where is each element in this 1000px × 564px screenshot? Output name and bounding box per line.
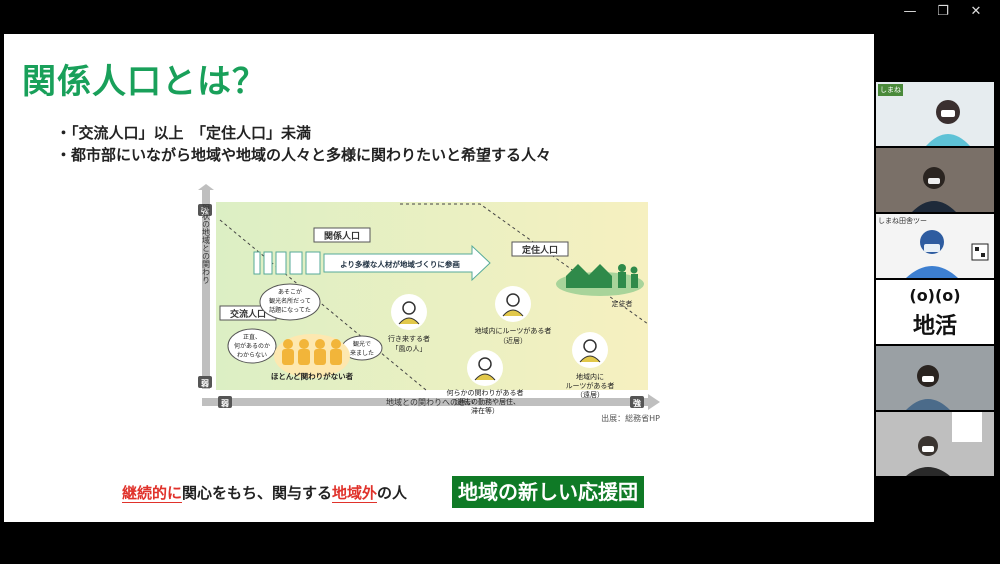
- x-strong-label: 強: [633, 398, 641, 408]
- participant-video-2[interactable]: [876, 148, 994, 212]
- bubble-1-line2: 観光名所だって: [269, 297, 311, 305]
- bottom-message: 継続的に関心をもち、関与する地域外の人: [122, 482, 407, 503]
- bubble-2-line2: 何があるのか: [234, 342, 270, 350]
- close-button[interactable]: ✕: [970, 4, 982, 19]
- progression-blocks: [253, 251, 321, 275]
- shared-slide: 関係人口とは？ ・「交流人口」以上 「定住人口」未満 ・都市部にいながら地域や地…: [4, 34, 874, 522]
- source-label: 出展：総務省HP: [601, 413, 660, 423]
- person-icon-kakawari: [467, 350, 503, 386]
- group-label: ほとんど関わりがない者: [271, 371, 354, 381]
- person-kaze-line2: 「風の人」: [392, 345, 427, 353]
- y-weak-box: [198, 376, 212, 388]
- tile-4-logo-eyes: (o)(o): [909, 286, 961, 305]
- participant-5-avatar: [906, 365, 950, 410]
- group-people-icon: [274, 334, 350, 378]
- bottom-text-1: 関心をもち、関与する: [182, 484, 333, 502]
- kouryu-label: 交流人口: [230, 308, 266, 320]
- person-enkyo-line2: ルーツがある者: [566, 381, 615, 390]
- bubble-3-line2: 来ました: [350, 350, 374, 357]
- tile-4-logo-text: 地活: [912, 314, 957, 339]
- person-kakawari-line3: 滞在等）: [471, 406, 499, 415]
- person-kaze-line1: 行き来する者: [388, 334, 430, 343]
- bubble-2-line1: 正直、: [243, 333, 261, 341]
- person-icon-kinkyo: [495, 286, 531, 322]
- participation-arrow: [323, 244, 491, 282]
- participant-video-5[interactable]: [876, 346, 994, 410]
- y-weak-label: 弱: [201, 378, 209, 388]
- person-enkyo-line1: 地域内に: [576, 372, 604, 381]
- bottom-text-2: の人: [377, 484, 408, 502]
- participant-video-3[interactable]: しまね田舎ツー: [876, 214, 994, 278]
- speech-bubble-1: [259, 283, 321, 321]
- participant-6-avatar: [906, 412, 982, 476]
- person-kinkyo-line1: 地域内にルーツがある者: [475, 326, 552, 335]
- x-axis-arrow: [202, 394, 660, 410]
- bubble-3-line1: 観光で: [353, 340, 371, 348]
- tile-3-text: しまね田舎ツー: [878, 217, 927, 225]
- participant-video-6[interactable]: [876, 412, 994, 476]
- supporters-badge: 地域の新しい応援団: [452, 476, 644, 508]
- x-axis-label: 地域との関わりへの想い: [386, 397, 474, 407]
- minimize-button[interactable]: —: [903, 4, 917, 19]
- participant-2-avatar: [912, 167, 956, 212]
- bottom-red-2: 地域外: [332, 484, 378, 503]
- x-weak-label: 弱: [221, 398, 229, 408]
- y-strong-label: 強: [201, 206, 209, 216]
- bubble-2-line3: わからない: [237, 352, 267, 359]
- teijyusha-label: 定住者: [612, 299, 633, 308]
- kankei-jinkou-diagram: 強 弱 弱 強 地域との関わりへの想い 現状の地域との関わり 関係人口 定住人口…: [198, 184, 660, 423]
- person-icon-kaze: [391, 294, 427, 330]
- y-axis-arrow: [198, 184, 214, 389]
- bottom-red-1: 継続的に: [122, 484, 183, 503]
- houses-icon: [556, 264, 644, 296]
- kankei-label-box: [313, 227, 371, 243]
- kouryu-boundary: [219, 219, 427, 391]
- participant-1-avatar: [926, 100, 970, 146]
- person-kinkyo-line2: （近居）: [499, 336, 527, 345]
- tile-1-badge: しまね: [878, 84, 903, 96]
- participant-video-1[interactable]: しまね: [876, 82, 994, 146]
- participant-video-4[interactable]: (o)(o) 地活: [876, 280, 994, 344]
- participation-arrow-text: より多様な人材が地域づくりに参画: [340, 259, 460, 269]
- speech-bubble-2: [227, 328, 277, 364]
- y-axis-label: 現状の地域との関わり: [202, 204, 211, 284]
- bubble-1-line1: あそこが: [278, 288, 302, 296]
- x-weak-box: [218, 396, 232, 408]
- participant-3-avatar: [906, 230, 989, 278]
- bullet-1: ・「交流人口」以上 「定住人口」未満: [56, 124, 312, 142]
- person-icon-enkyo: [572, 332, 608, 368]
- x-strong-box: [630, 396, 644, 408]
- kankei-label: 関係人口: [324, 230, 360, 242]
- person-kakawari-line2: （過去の勤務や居住、: [450, 397, 520, 406]
- slide-title: 関係人口とは？: [22, 62, 267, 102]
- person-enkyo-line3: （遠居）: [576, 390, 604, 399]
- y-strong-box: [198, 204, 212, 216]
- bubble-1-line3: 話題になってた: [269, 306, 311, 314]
- participant-panel[interactable]: しまね しまね田舎ツー (o)(o) 地活: [876, 82, 994, 482]
- maximize-button[interactable]: ❐: [937, 4, 949, 19]
- teijyu-label-box: [511, 241, 569, 257]
- bullet-2: ・都市部にいながら地域や地域の人々と多様に関わりたいと希望する人々: [56, 146, 552, 164]
- person-kakawari-line1: 何らかの関わりがある者: [447, 388, 524, 397]
- teijyu-label: 定住人口: [521, 244, 558, 256]
